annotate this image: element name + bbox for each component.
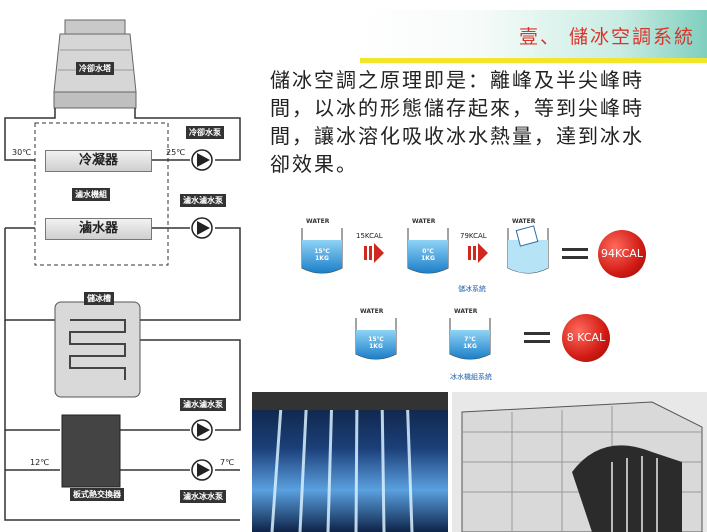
beaker4-text: 7℃ 1KG <box>463 336 477 350</box>
energy-graphics <box>301 225 588 360</box>
intro-line-2: 間，以冰的形態儲存起來，等到尖峰時 <box>270 96 644 120</box>
cooling-tower-label: 冷卻水塔 <box>76 62 114 75</box>
result1-ball: 94KCAL <box>598 230 646 278</box>
title-bar <box>360 10 707 62</box>
temp-7: 7℃ <box>220 458 235 467</box>
evaporator-label: 滷水器 <box>45 218 152 240</box>
storage-unit-art <box>461 401 703 532</box>
intro-line-4: 卻效果。 <box>270 152 358 176</box>
intro-paragraph: 儲冰空調之原理即是：離峰及半尖峰時 間，以冰的形態儲存起來，等到尖峰時 間，讓冰… <box>270 66 707 178</box>
water-label-1: WATER <box>306 218 330 225</box>
temp-25: 25℃ <box>166 148 186 157</box>
ice-tank-photo <box>252 392 448 532</box>
intro-line-3: 間，讓冰溶化吸收冰水熱量，達到冰水 <box>270 124 644 148</box>
pump4-label: 滷水冰水泵 <box>180 490 226 503</box>
page-title: 壹、 儲冰空調系統 <box>518 26 695 48</box>
brine-pump-label: 滷水滷水泵 <box>180 194 226 207</box>
caption-chiller-system: 冰水機組系統 <box>450 373 492 381</box>
water-label-4: WATER <box>360 308 384 315</box>
water-label-2: WATER <box>412 218 436 225</box>
pump3-label: 滷水滷水泵 <box>180 398 226 411</box>
heat-exchanger-label: 板式熱交換器 <box>70 488 124 501</box>
arrow2-kcal: 79KCAL <box>460 232 487 240</box>
beaker2-text: 0℃ 1KG <box>421 248 435 262</box>
ice-tank-photo-art <box>252 392 448 532</box>
intro-line-1: 儲冰空調之原理即是：離峰及半尖峰時 <box>270 68 644 92</box>
result2-ball: 8 KCAL <box>562 314 610 362</box>
plant-diagram: 冷卻水塔 冷凝器 滷水機組 滷水器 冷卻水泵 滷水滷水泵 儲冰槽 滷水滷水泵 板… <box>0 0 260 532</box>
ice-tank-shape <box>54 301 141 398</box>
caption-ice-system: 儲冰系統 <box>458 285 486 293</box>
ice-tank-label: 儲冰槽 <box>84 292 114 305</box>
chiller-mid-label: 滷水機組 <box>72 188 110 201</box>
temp-30: 30℃ <box>12 148 32 157</box>
storage-unit-photo <box>452 392 707 532</box>
beaker3-text: 15℃ 1KG <box>368 336 384 350</box>
plant-piping <box>4 19 241 521</box>
temp-12: 12℃ <box>30 458 50 467</box>
beaker1-text: 15℃ 1KG <box>314 248 330 262</box>
heat-exchanger-shape <box>61 414 121 488</box>
cooling-pump-label: 冷卻水泵 <box>186 126 224 139</box>
water-label-5: WATER <box>454 308 478 315</box>
energy-comparison: WATER WATER WATER WATER WATER 15KCAL 79K… <box>290 210 707 390</box>
water-label-3: WATER <box>512 218 536 225</box>
condenser-label: 冷凝器 <box>45 150 152 172</box>
arrow1-kcal: 15KCAL <box>356 232 383 240</box>
title-underline <box>360 58 707 63</box>
